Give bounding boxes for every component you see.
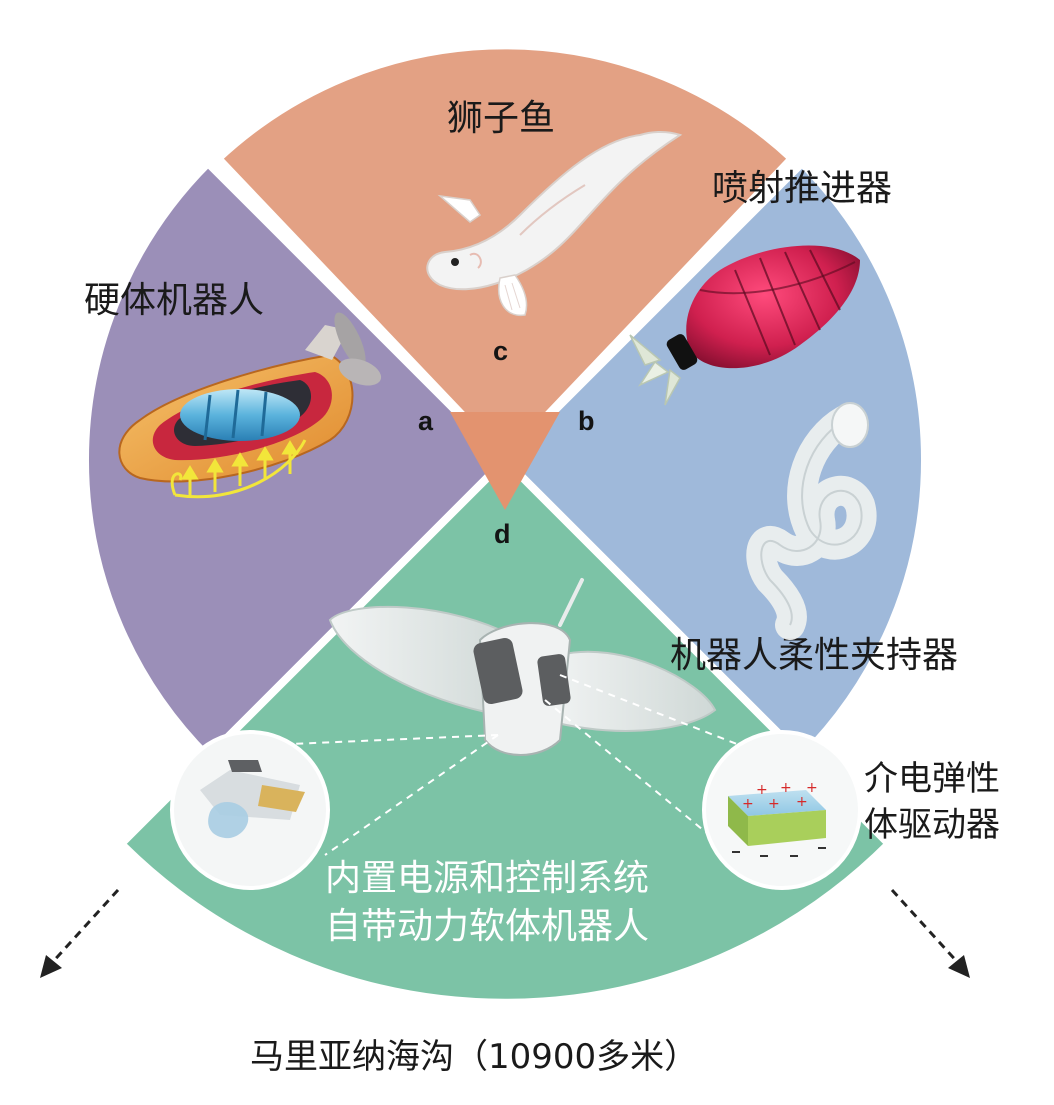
svg-text:+: + bbox=[796, 794, 808, 810]
label-soft-robot-line1: 内置电源和控制系统 bbox=[325, 858, 649, 899]
svg-text:+: + bbox=[780, 780, 792, 796]
dea-inset: + + + + + + bbox=[702, 730, 862, 890]
jet-propeller-illustration bbox=[629, 245, 860, 406]
svg-text:+: + bbox=[768, 796, 780, 812]
hard-robot-illustration bbox=[118, 312, 382, 499]
label-jet-propeller: 喷射推进器 bbox=[712, 168, 892, 209]
soft-gripper-illustration bbox=[746, 402, 877, 640]
fish-eye bbox=[451, 258, 459, 266]
letter-c: c bbox=[493, 336, 508, 366]
letter-b: b bbox=[578, 406, 595, 436]
control-system-inset bbox=[170, 730, 330, 890]
center-arrow bbox=[450, 412, 560, 510]
letter-d: d bbox=[494, 519, 511, 549]
label-dea-line1: 介电弹性 bbox=[864, 759, 1000, 799]
label-dea-line2: 体驱动器 bbox=[864, 805, 1000, 845]
svg-text:+: + bbox=[756, 782, 768, 798]
segment-left bbox=[81, 159, 509, 761]
snailfish-illustration bbox=[426, 131, 683, 316]
depth-arrow-left bbox=[40, 888, 120, 978]
label-soft-robot-line2: 自带动力软体机器人 bbox=[325, 906, 649, 947]
label-hard-robot: 硬体机器人 bbox=[84, 280, 264, 321]
svg-text:+: + bbox=[742, 796, 754, 812]
label-soft-gripper: 机器人柔性夹持器 bbox=[670, 635, 958, 676]
label-snailfish: 狮子鱼 bbox=[447, 98, 555, 139]
svg-text:+: + bbox=[806, 780, 818, 796]
letter-a: a bbox=[418, 406, 434, 436]
footer-title: 马里亚纳海沟（10900多米） bbox=[250, 1037, 698, 1077]
soft-robot-illustration bbox=[267, 578, 771, 886]
depth-arrow-right bbox=[890, 888, 970, 978]
